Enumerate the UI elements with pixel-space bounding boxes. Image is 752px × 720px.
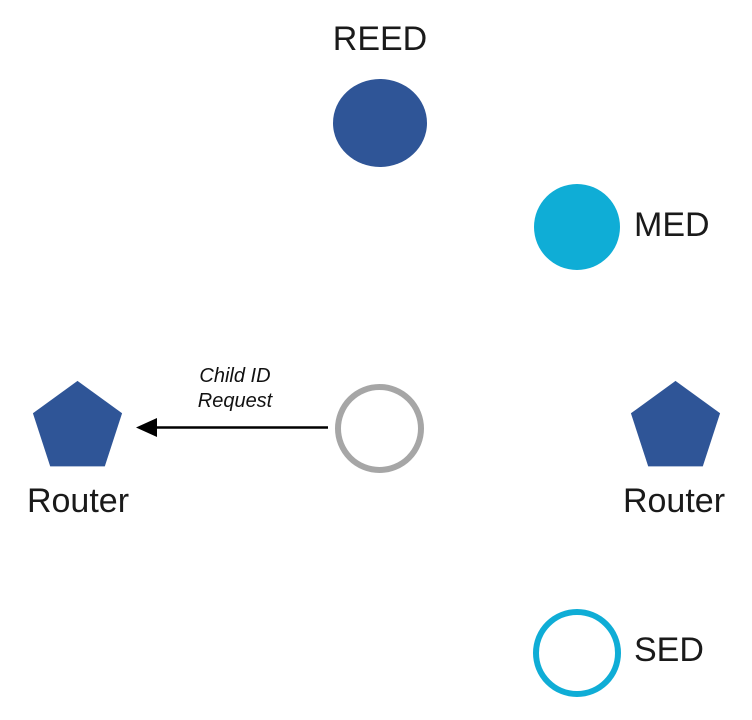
caption-line-1: Child ID bbox=[199, 365, 271, 387]
router-left-node-pentagon[interactable] bbox=[32, 380, 123, 470]
reed-node-circle[interactable] bbox=[333, 79, 427, 167]
child-id-request-arrow bbox=[136, 418, 328, 437]
pentagon-icon bbox=[630, 380, 721, 467]
caption-line-2: Request bbox=[197, 390, 273, 412]
router-right-node-pentagon[interactable] bbox=[630, 380, 721, 470]
reed-label: REED bbox=[332, 20, 428, 58]
med-node-circle[interactable] bbox=[534, 184, 620, 270]
router-right-label: Router bbox=[622, 482, 726, 520]
sed-label: SED bbox=[634, 631, 704, 669]
center-node-circle[interactable] bbox=[335, 384, 424, 473]
sed-node-circle[interactable] bbox=[533, 609, 621, 697]
child-id-request-caption: Child ID Request bbox=[155, 364, 315, 414]
router-left-label: Router bbox=[26, 482, 130, 520]
med-label: MED bbox=[634, 206, 710, 244]
pentagon-icon bbox=[32, 380, 123, 467]
arrow-head-icon bbox=[136, 418, 157, 437]
